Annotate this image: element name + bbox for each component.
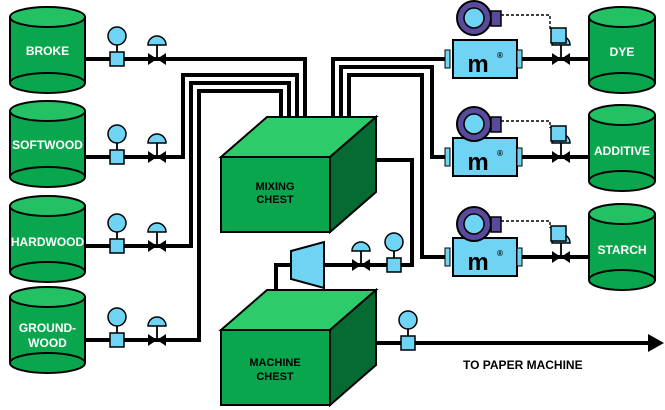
pump-icon bbox=[290, 240, 325, 290]
tank-label: STARCH bbox=[597, 243, 646, 257]
mixing-chest-label-line1: MIXING bbox=[255, 181, 294, 193]
tank-label-line1: GROUND- bbox=[19, 321, 76, 335]
machine-chest-label-line2: CHEST bbox=[256, 371, 294, 383]
dosing-meter-dye: m ® bbox=[444, 0, 551, 79]
flow-sensor-icon bbox=[107, 213, 127, 254]
flow-sensor-icon bbox=[107, 307, 127, 348]
left-instruments bbox=[107, 26, 167, 348]
positioner-icon bbox=[550, 27, 567, 44]
flow-sensor-icon bbox=[384, 232, 404, 273]
tank-broke: BROKE bbox=[9, 6, 86, 94]
mixing-chest: MIXING CHEST bbox=[218, 114, 379, 235]
flow-sensor-icon bbox=[107, 124, 127, 165]
meter-logo: m bbox=[467, 51, 488, 78]
tank-label: BROKE bbox=[26, 44, 69, 58]
tank-groundwood: GROUND- WOOD bbox=[9, 286, 86, 374]
meter-logo: m bbox=[467, 149, 488, 176]
dosing-meter-additive: m ® bbox=[444, 106, 551, 177]
positioner-icon bbox=[550, 225, 567, 242]
machine-chest: MACHINE CHEST bbox=[218, 287, 379, 408]
output-arrowhead bbox=[648, 334, 664, 352]
tank-softwood: SOFTWOOD bbox=[9, 100, 86, 188]
meter-mark: ® bbox=[497, 149, 503, 158]
machine-chest-label-line1: MACHINE bbox=[249, 357, 300, 369]
tank-label: ADDITIVE bbox=[594, 144, 650, 158]
mixing-chest-label-line2: CHEST bbox=[256, 194, 294, 206]
tank-dye: DYE bbox=[588, 6, 656, 94]
tank-label: SOFTWOOD bbox=[12, 138, 83, 152]
meter-logo: m bbox=[467, 249, 488, 276]
tank-hardwood: HARDWOOD bbox=[9, 195, 86, 283]
tank-label: HARDWOOD bbox=[11, 235, 85, 249]
tank-additive: ADDITIVE bbox=[588, 104, 656, 192]
meter-mark: ® bbox=[497, 51, 503, 60]
transfer-pump bbox=[290, 240, 325, 290]
flow-sensor-icon bbox=[107, 26, 127, 67]
output-label: TO PAPER MACHINE bbox=[463, 358, 583, 372]
tank-label: DYE bbox=[610, 45, 635, 59]
meter-mark: ® bbox=[497, 249, 503, 258]
dosing-meter-starch: m ® bbox=[444, 206, 551, 277]
tank-starch: STARCH bbox=[588, 203, 656, 291]
flow-sensor-icon bbox=[398, 310, 418, 351]
positioner-icon bbox=[550, 125, 567, 142]
tank-label-line2: WOOD bbox=[28, 336, 67, 350]
